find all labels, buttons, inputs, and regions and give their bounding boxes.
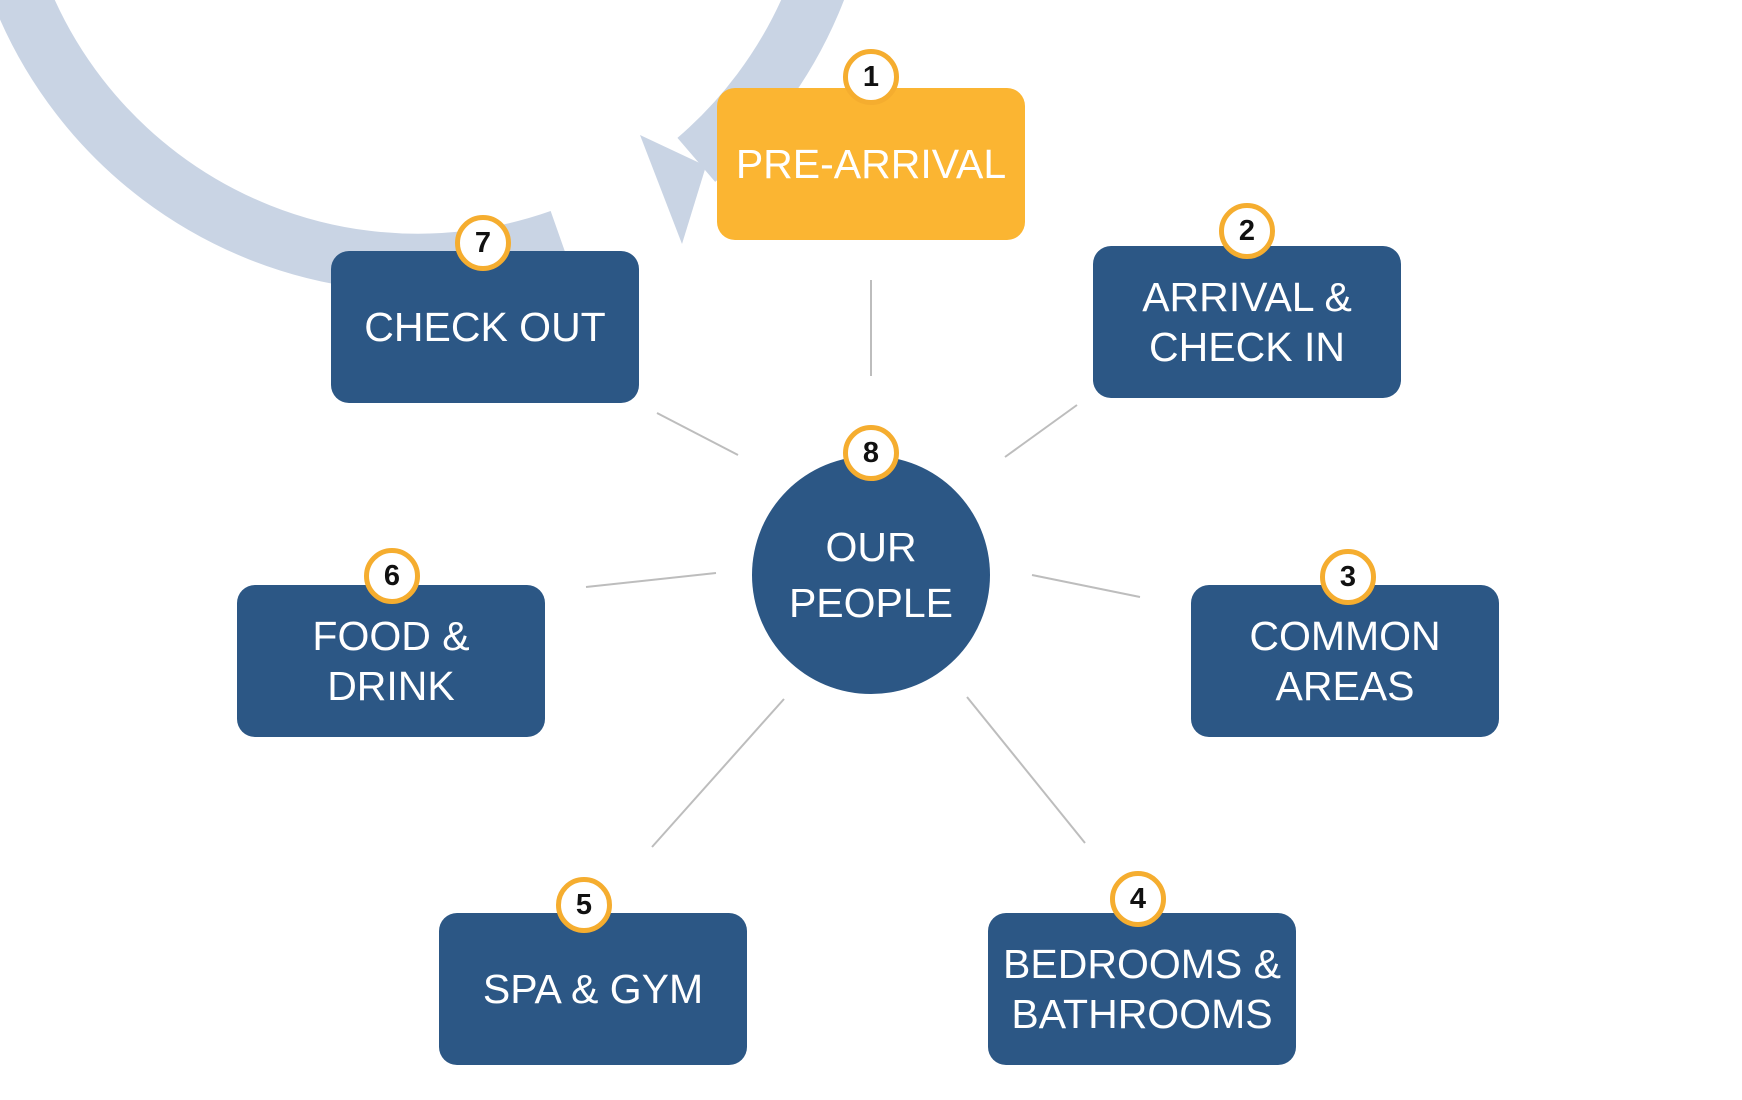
step-box-arrival-check-in[interactable]: ARRIVAL & CHECK IN: [1093, 246, 1401, 398]
step-box-check-out[interactable]: CHECK OUT: [331, 251, 639, 403]
center-circle-our-people[interactable]: OUR PEOPLE: [752, 456, 990, 694]
step-number-badge: 5: [556, 877, 612, 933]
step-label: BEDROOMS & BATHROOMS: [1003, 941, 1281, 1037]
center-label: OUR PEOPLE: [788, 524, 954, 626]
step-label: FOOD & DRINK: [312, 613, 470, 709]
spoke-line: [966, 696, 1086, 844]
step-box-common-areas[interactable]: COMMON AREAS: [1191, 585, 1499, 737]
step-number-badge: 3: [1320, 549, 1376, 605]
spoke-line: [651, 698, 785, 848]
cycle-ring-band: [0, 0, 844, 292]
step-number-badge: 4: [1110, 871, 1166, 927]
center-number-badge: 8: [843, 425, 899, 481]
step-number-badge: 2: [1219, 203, 1275, 259]
step-label: ARRIVAL & CHECK IN: [1142, 274, 1352, 370]
step-box-pre-arrival[interactable]: PRE-ARRIVAL: [717, 88, 1025, 240]
step-label: CHECK OUT: [364, 304, 606, 350]
spoke-line: [1031, 574, 1141, 598]
step-label: SPA & GYM: [482, 966, 704, 1012]
step-number-badge: 7: [455, 215, 511, 271]
step-box-bedrooms-bathrooms[interactable]: BEDROOMS & BATHROOMS: [988, 913, 1296, 1065]
cycle-arrow-head: [640, 135, 706, 244]
spoke-line: [1004, 404, 1078, 458]
step-box-food-drink[interactable]: FOOD & DRINK: [237, 585, 545, 737]
step-number-badge: 1: [843, 49, 899, 105]
spoke-line: [585, 572, 717, 588]
step-label: COMMON AREAS: [1249, 613, 1441, 709]
spokes: [585, 280, 1141, 848]
step-label: PRE-ARRIVAL: [735, 141, 1007, 187]
step-number-badge: 6: [364, 548, 420, 604]
step-box-spa-gym[interactable]: SPA & GYM: [439, 913, 747, 1065]
spoke-line: [656, 412, 739, 456]
